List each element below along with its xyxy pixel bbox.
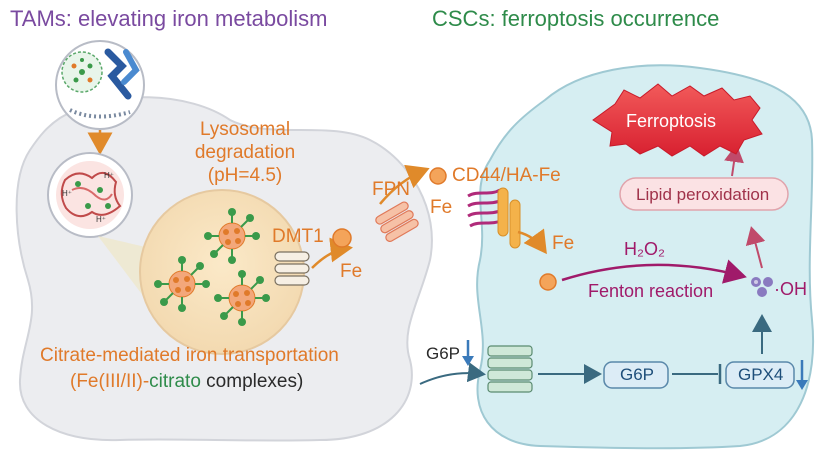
- svg-text:H⁺: H⁺: [62, 189, 72, 198]
- label-fe-fpn: Fe: [430, 197, 453, 218]
- label-g6p-left: G6P: [426, 344, 461, 363]
- label-fe-dmt1: Fe: [340, 261, 363, 282]
- lysosome: H⁺ H⁺ H⁺: [47, 152, 133, 238]
- label-lipid: Lipid peroxidation: [636, 185, 770, 204]
- iron-dot-csc: [539, 273, 557, 291]
- nanoparticle-receptor: [55, 40, 145, 130]
- label-gpx4: GPX4: [738, 365, 784, 384]
- svg-text:H⁺: H⁺: [104, 171, 114, 180]
- label-citrate-line1: Citrate-mediated iron transportation: [40, 345, 339, 366]
- arrow-dmt1-to-fe: [311, 237, 353, 269]
- label-h2o2: H₂O₂: [624, 239, 665, 259]
- g6p-transporter-stack: [487, 345, 533, 393]
- gpx4-box: [725, 361, 795, 389]
- label-citrate-part-a: (Fe(III/II)-: [70, 371, 150, 392]
- label-oh: ·OH: [774, 279, 807, 299]
- label-citrate-part-b: citrato: [149, 371, 201, 392]
- label-ph: (pH=4.5): [207, 165, 283, 186]
- label-g6p-box: G6P: [620, 365, 655, 384]
- fpn-transporter: [375, 201, 419, 242]
- label-citrate-line2: (Fe(III/II)-citrato complexes): [70, 372, 303, 391]
- iron-dot: [332, 228, 352, 248]
- arrow-cd44-in: [517, 228, 547, 255]
- fenton-arrow: [561, 259, 747, 284]
- cd44-receptor: [467, 187, 521, 249]
- iron-citrate-cluster: [154, 208, 270, 326]
- ferroptosis-burst: [592, 83, 763, 157]
- arrow-g6p-in: [419, 362, 486, 385]
- dmt1-transporter: [274, 251, 310, 286]
- svg-text:H⁺: H⁺: [96, 215, 106, 224]
- lipid-pill: [619, 177, 789, 211]
- label-ferroptosis: Ferroptosis: [626, 111, 717, 131]
- inhibition-line: [672, 364, 722, 384]
- g6p-box: [603, 361, 669, 389]
- label-degradation: degradation: [194, 142, 296, 163]
- label-cd44: CD44/HA-Fe: [452, 165, 561, 186]
- iron-dot-cd44: [429, 167, 447, 185]
- arrow-fpn-out: [379, 164, 430, 205]
- title-tams: TAMs: elevating iron metabolism: [10, 6, 328, 31]
- label-citrate-part-c: complexes): [200, 371, 304, 392]
- label-fpn: FPN: [372, 179, 410, 200]
- label-lysosomal: Lysosomal: [199, 119, 291, 140]
- hydroxyl-radicals: [751, 277, 773, 297]
- arrow-oh-to-lipid: [745, 226, 766, 269]
- label-fenton: Fenton reaction: [588, 281, 714, 301]
- zoom-cone: [98, 236, 150, 305]
- label-dmt1: DMT1: [272, 226, 324, 247]
- down-arrow-icon-g6p: [462, 340, 474, 366]
- down-arrow-icon: [796, 360, 808, 390]
- title-cscs: CSCs: ferroptosis occurrence: [432, 6, 720, 31]
- label-fe-cd44: Fe: [552, 233, 575, 254]
